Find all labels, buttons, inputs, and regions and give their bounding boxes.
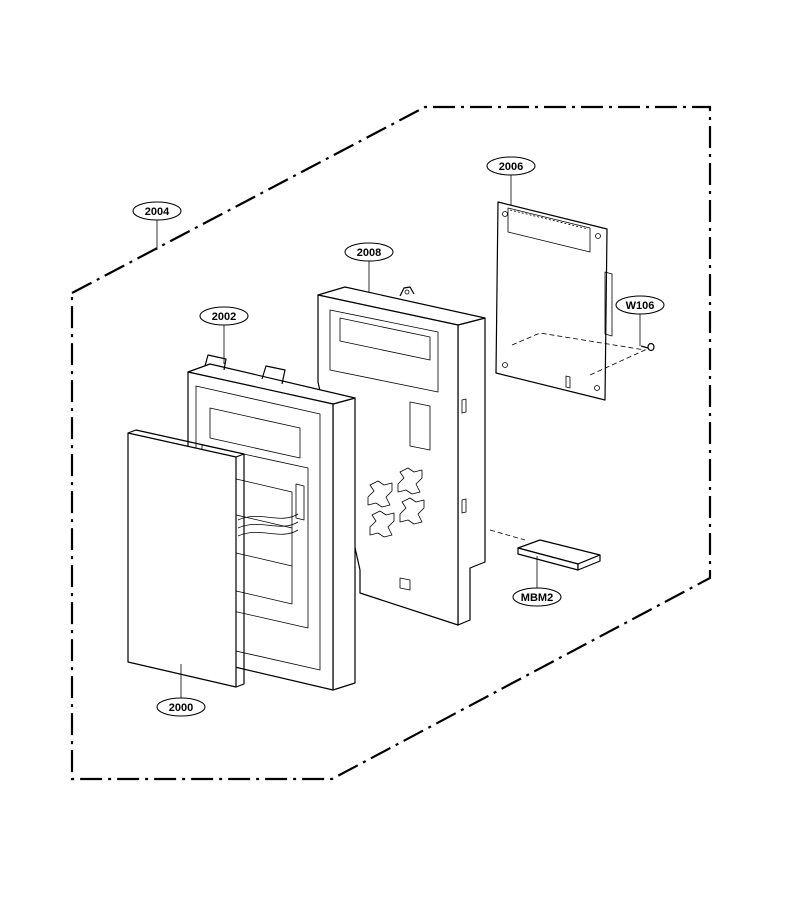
part-mbm2 <box>489 529 601 571</box>
leader-lines <box>156 175 641 698</box>
callout-2006: 2006 <box>486 156 536 176</box>
callout-2008-label: 2008 <box>357 247 381 259</box>
callout-2000: 2000 <box>156 697 206 717</box>
part-2006-pcb <box>495 201 647 401</box>
callout-2004-label: 2004 <box>145 206 170 218</box>
callout-2000-label: 2000 <box>169 702 193 714</box>
callout-2006-label: 2006 <box>499 161 523 173</box>
callout-2004: 2004 <box>132 201 182 221</box>
callout-2008: 2008 <box>344 242 394 262</box>
callout-2002-label: 2002 <box>212 311 236 323</box>
assembly-boundary <box>70 105 712 781</box>
part-2008-keypad-frame <box>317 286 486 626</box>
callout-w106: W106 <box>615 295 665 315</box>
callout-mbm2: MBM2 <box>512 587 562 607</box>
callout-2002: 2002 <box>199 306 249 326</box>
callout-w106-label: W106 <box>626 300 655 312</box>
screw-w106 <box>640 342 655 352</box>
part-2000-cover-sheet <box>127 429 245 688</box>
callout-mbm2-label: MBM2 <box>521 592 553 604</box>
